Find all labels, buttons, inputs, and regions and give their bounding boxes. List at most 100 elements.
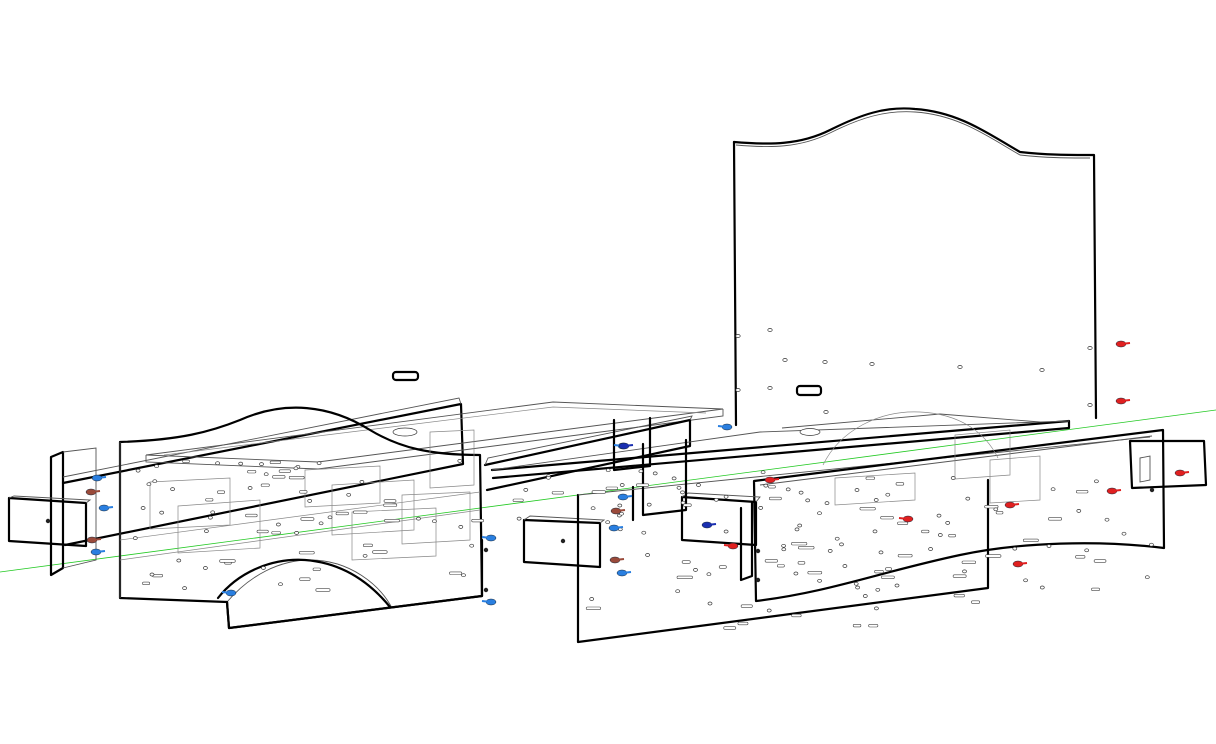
dowel-slot xyxy=(768,496,782,501)
dowel-slot xyxy=(383,499,397,503)
drill-hole xyxy=(146,482,152,487)
cam-lock-fastener-icon xyxy=(1004,501,1020,509)
fastener-shaft xyxy=(481,536,492,539)
drill-hole xyxy=(307,499,313,503)
dowel-slot xyxy=(985,554,1002,558)
left-inner-blocks xyxy=(119,429,481,561)
drill-hole xyxy=(993,507,999,512)
dowel-slot xyxy=(885,567,892,571)
dowel-slot xyxy=(271,531,281,535)
left-back-rail[interactable] xyxy=(61,397,465,547)
right-rear-side-panel[interactable] xyxy=(752,428,1166,603)
drill-hole xyxy=(605,520,611,525)
fastener-shaft xyxy=(1120,399,1131,402)
drill-hole xyxy=(1039,368,1045,372)
drill-hole xyxy=(834,536,840,541)
cam-lock-fastener-icon xyxy=(86,536,102,544)
dowel-slot xyxy=(868,624,879,628)
drill-hole xyxy=(962,569,967,574)
drill-hole xyxy=(1012,546,1018,551)
left-end-panel[interactable] xyxy=(49,447,97,577)
drill-hole xyxy=(469,543,475,548)
left-footboard-panel[interactable] xyxy=(216,538,484,630)
dowel-slot xyxy=(362,543,373,547)
dowel-slot xyxy=(372,550,388,554)
drill-hole xyxy=(1076,509,1082,513)
drill-hole xyxy=(208,515,213,520)
drill-hole xyxy=(176,558,182,563)
dowel-slot xyxy=(605,486,618,490)
drill-hole xyxy=(458,525,464,529)
drill-hole xyxy=(696,483,701,487)
dowel-slot xyxy=(471,518,484,523)
drill-hole xyxy=(416,516,421,521)
cam-lock-fastener-icon xyxy=(91,474,107,482)
drill-hole xyxy=(327,515,333,520)
fastener-shaft xyxy=(1017,562,1028,565)
dowel-slot xyxy=(298,551,315,555)
drill-hole xyxy=(210,510,216,515)
drill-hole xyxy=(680,490,685,495)
cam-lock-fastener-icon xyxy=(221,589,237,597)
drill-hole xyxy=(263,472,269,477)
screw-icon xyxy=(483,587,489,593)
drill-hole xyxy=(152,479,158,484)
fastener-shaft xyxy=(96,476,107,479)
cam-lock-fastener-icon xyxy=(610,507,626,515)
drill-hole xyxy=(1084,548,1090,553)
drill-hole xyxy=(293,466,299,471)
dowel-slot xyxy=(182,459,190,464)
drill-hole xyxy=(362,553,368,558)
fastener-shaft xyxy=(1111,489,1122,492)
drill-hole xyxy=(671,476,677,481)
drill-hole xyxy=(945,521,951,525)
drill-hole xyxy=(706,572,712,577)
drill-hole xyxy=(957,365,963,369)
dowel-slot xyxy=(859,507,876,511)
drill-hole xyxy=(822,360,828,364)
cam-lock-fastener-icon xyxy=(898,515,914,523)
dowel-slot xyxy=(874,569,884,574)
right-handle[interactable] xyxy=(795,384,823,436)
drill-hole xyxy=(154,464,159,469)
drill-hole xyxy=(676,485,682,490)
dowel-slot xyxy=(776,564,785,568)
dowel-slot xyxy=(676,575,693,579)
cam-lock-fastener-icon xyxy=(1115,397,1131,405)
left-top-frame[interactable] xyxy=(145,401,724,470)
left-small-block[interactable] xyxy=(7,495,92,548)
dowel-slot xyxy=(791,542,808,546)
fastener-shaft xyxy=(95,550,106,553)
middle-block-left[interactable] xyxy=(522,515,606,569)
dowel-slot xyxy=(288,475,305,480)
drill-hole xyxy=(853,581,859,586)
right-tall-headboard[interactable] xyxy=(732,107,1098,427)
left-handle[interactable] xyxy=(391,370,420,437)
cam-lock-fastener-icon xyxy=(616,569,632,577)
drill-hole xyxy=(723,529,729,534)
fastener-shaft xyxy=(621,571,632,574)
dowel-slot xyxy=(352,510,368,514)
fastener-shaft xyxy=(615,509,626,512)
drill-hole xyxy=(638,469,644,474)
dowel-slot xyxy=(217,490,225,494)
dowel-slot xyxy=(551,491,564,495)
drill-hole xyxy=(713,497,719,502)
fastener-shaft xyxy=(706,523,717,526)
fastener-shaft xyxy=(723,544,734,547)
screw-icon xyxy=(560,538,566,544)
drill-hole xyxy=(817,511,822,516)
right-top-frame[interactable] xyxy=(490,413,1071,480)
right-front-side-panel[interactable] xyxy=(576,436,1151,644)
drill-hole xyxy=(215,461,220,466)
right-end-block[interactable] xyxy=(1128,439,1208,490)
dowel-slot xyxy=(1048,517,1063,521)
fastener-shaft xyxy=(221,591,232,594)
middle-side-rail[interactable] xyxy=(483,415,693,492)
drill-hole xyxy=(758,506,764,510)
drill-hole xyxy=(646,502,652,507)
drill-hole xyxy=(767,386,773,390)
dowel-slot xyxy=(1093,559,1107,563)
